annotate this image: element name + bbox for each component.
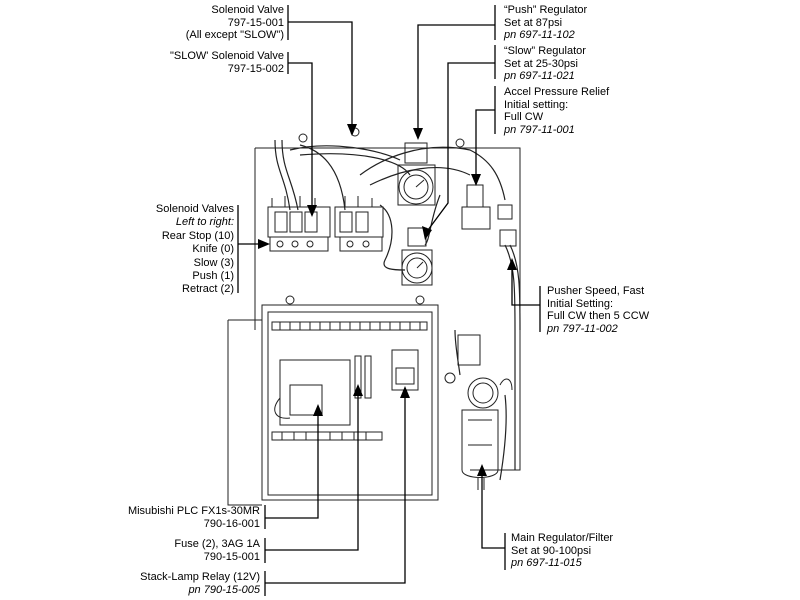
plc-unit [279, 359, 351, 426]
leader-slow-regulator [427, 62, 495, 231]
arrow-push-regulator [413, 128, 423, 140]
callout-solenoid-valves: Solenoid Valves Left to right: Rear Stop… [156, 203, 234, 297]
slow-solenoid-valve-name: "SLOW' Solenoid Valve [169, 50, 284, 62]
solenoid-valves-item: Slow (3) [193, 256, 234, 269]
plc-pn: 790-16-001 [203, 517, 260, 530]
push-regulator-drawing [397, 142, 436, 206]
arrow-slow-regulator [422, 226, 432, 240]
solenoid-valves-subtitle: Left to right: [175, 216, 234, 229]
solenoid-valves-title: Solenoid Valves [155, 203, 234, 215]
arrow-pusher-speed [507, 258, 517, 270]
main-regulator-filter-drawing [444, 334, 513, 490]
leader-pusher-speed [511, 265, 540, 306]
solenoid-manifold-right [334, 196, 384, 252]
relief-valve-drawing [455, 138, 517, 247]
callout-plc: Misubishi PLC FX1s-30MR 790-16-001 [128, 505, 260, 530]
pusher-speed-pn: pn 797-11-002 [547, 322, 618, 335]
leader-plc [265, 412, 319, 519]
callout-fuse: Fuse (2), 3AG 1A 790-15-001 [174, 538, 260, 563]
main-regulator-setting: Set at 90-100psi [511, 544, 592, 557]
fuse-name: Fuse (2), 3AG 1A [174, 538, 260, 550]
solenoid-valves-item: Retract (2) [182, 283, 234, 296]
solenoid-manifold-left [267, 196, 331, 252]
arrow-relay [400, 386, 410, 398]
electrical-enclosure [227, 304, 439, 506]
slow-regulator-drawing [401, 227, 433, 286]
main-regulator-name: Main Regulator/Filter [511, 532, 614, 544]
callout-slow-regulator: “Slow” Regulator Set at 25-30psi pn 697-… [504, 45, 586, 83]
main-regulator-pn: pn 697-11-015 [511, 557, 582, 570]
slow-regulator-name: “Slow” Regulator [504, 45, 586, 57]
leader-relay [265, 392, 406, 584]
air-tubing [274, 139, 521, 481]
arrow-fuse [353, 384, 363, 396]
callout-arrowheads [258, 124, 517, 476]
leader-solenoid-valve [288, 21, 353, 128]
fuse-b [364, 355, 372, 399]
solenoid-valves-item: Push (1) [192, 270, 234, 283]
callout-accel-relief: Accel Pressure Relief Initial setting: F… [504, 86, 609, 136]
arrow-plc [313, 404, 323, 416]
callout-relay: Stack-Lamp Relay (12V) pn 790-15-005 [140, 571, 260, 596]
solenoid-valve-name: Solenoid Valve [211, 4, 284, 16]
leader-fuse [265, 390, 359, 551]
callout-solenoid-valve: Solenoid Valve 797-15-001 (All except "S… [186, 4, 284, 42]
solenoid-valve-note: (All except "SLOW") [185, 29, 284, 42]
relay-pn: pn 790-15-005 [188, 583, 260, 596]
push-regulator-pn: pn 697-11-102 [504, 29, 575, 42]
pusher-speed-name: Pusher Speed, Fast [547, 285, 645, 297]
callout-pusher-speed: Pusher Speed, Fast Initial Setting: Full… [547, 285, 649, 335]
pusher-speed-setting: Full CW then 5 CCW [547, 310, 650, 323]
push-regulator-name: “Push” Regulator [504, 4, 588, 16]
slow-solenoid-valve-pn: 797-15-002 [227, 62, 284, 75]
callout-leaders [237, 5, 541, 596]
accel-relief-setting-label: Initial setting: [504, 98, 569, 111]
arrow-main-regulator [477, 464, 487, 476]
leader-accel-relief [475, 109, 495, 178]
pusher-speed-setting-label: Initial Setting: [547, 297, 614, 310]
solenoid-valves-item: Rear Stop (10) [161, 229, 234, 242]
accel-relief-setting: Full CW [504, 111, 544, 124]
leader-push-regulator [417, 24, 495, 130]
arrow-solenoid-valves [258, 239, 270, 249]
arrow-slow-solenoid-valve [307, 205, 317, 217]
slow-regulator-pn: pn 697-11-021 [504, 70, 575, 83]
arrow-accel-relief [471, 174, 481, 186]
solenoid-valve-pn: 797-15-001 [227, 16, 284, 29]
solenoid-valves-item: Knife (0) [192, 243, 234, 256]
slow-regulator-setting: Set at 25-30psi [504, 57, 578, 70]
callout-slow-solenoid-valve: "SLOW' Solenoid Valve 797-15-002 [170, 50, 284, 75]
callout-main-regulator: Main Regulator/Filter Set at 90-100psi p… [511, 532, 613, 570]
arrow-solenoid-valve [347, 124, 357, 136]
plc-name: Misubishi PLC FX1s-30MR [127, 505, 260, 517]
accel-relief-pn: pn 797-11-001 [504, 123, 575, 136]
push-regulator-setting: Set at 87psi [504, 16, 563, 29]
callout-push-regulator: “Push” Regulator Set at 87psi pn 697-11-… [504, 4, 587, 42]
relay-name: Stack-Lamp Relay (12V) [140, 571, 260, 583]
accel-relief-name: Accel Pressure Relief [504, 86, 610, 98]
leader-slow-solenoid-valve [288, 62, 313, 210]
fuse-pn: 790-15-001 [203, 550, 260, 563]
leader-main-regulator [481, 470, 505, 549]
